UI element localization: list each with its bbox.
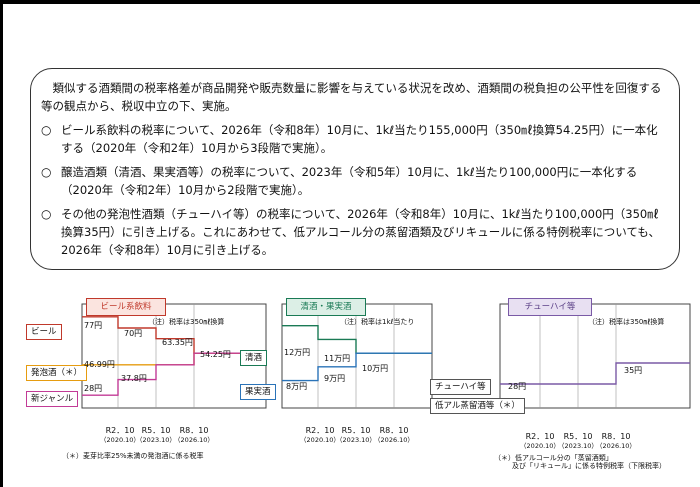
x-tick-label: R8．10 bbox=[601, 432, 631, 441]
footnote-line-2: 及び「リキュール」に係る特例税率（下限税率） bbox=[512, 462, 666, 470]
x-tick-sub: （2020.10） bbox=[520, 442, 560, 450]
frame-left-border bbox=[0, 0, 3, 487]
x-tick-sub: （2023.10） bbox=[336, 436, 376, 444]
x-tick-sub: （2020.10） bbox=[300, 436, 340, 444]
chart-sake: 清酒・果実酒 （注）税率は1kℓ当たり 清酒 果実酒 12万円 11万円 10万… bbox=[236, 296, 436, 466]
x-tick: R5．10（2023.10） bbox=[136, 426, 176, 445]
chart-chuhai-plot bbox=[499, 303, 691, 409]
footnote: （＊）麦芽比率25%未満の発泡酒に係る税率 bbox=[62, 452, 204, 460]
series-line-fruit-wine bbox=[282, 352, 432, 382]
chart-sake-plot bbox=[281, 303, 433, 409]
summary-box: 類似する酒類間の税率格差が商品開発や販売数量に影響を与えている状況を改め、酒類間… bbox=[30, 68, 680, 270]
x-tick: R5．10（2023.10） bbox=[558, 432, 598, 451]
value-label: 37.8円 bbox=[121, 374, 147, 383]
x-tick-label: R5．10 bbox=[341, 426, 371, 435]
bullet-text: ビール系飲料の税率について、2026年（令和8年）10月に、1kℓ当たり155,… bbox=[61, 123, 658, 155]
chart-note: （注）税率は350㎖換算 bbox=[148, 318, 225, 326]
series-line-new-genre bbox=[82, 352, 266, 396]
bullet-mark: ○ bbox=[41, 123, 52, 137]
chart-title: 清酒・果実酒 bbox=[286, 298, 366, 316]
x-tick-sub: （2026.10） bbox=[596, 442, 636, 450]
x-tick-sub: （2020.10） bbox=[100, 436, 140, 444]
x-tick-sub: （2026.10） bbox=[174, 436, 214, 444]
x-tick-sub: （2023.10） bbox=[558, 442, 598, 450]
x-tick: R5．10（2023.10） bbox=[336, 426, 376, 445]
value-label: 10万円 bbox=[362, 364, 389, 373]
chart-note: （注）税率は1kℓ当たり bbox=[340, 318, 415, 326]
plot-frame bbox=[499, 303, 691, 409]
value-label: 12万円 bbox=[284, 348, 311, 357]
bullet-text: 醸造酒類（清酒、果実酒等）の税率について、2023年（令和5年）10月に、1kℓ… bbox=[61, 165, 638, 197]
value-label: 11万円 bbox=[324, 354, 351, 363]
bullet-brewed: ○ 醸造酒類（清酒、果実酒等）の税率について、2023年（令和5年）10月に、1… bbox=[41, 163, 665, 199]
value-label: 8万円 bbox=[286, 382, 308, 391]
chart-beer-plot bbox=[81, 303, 267, 409]
chart-chuhai: チューハイ等 （注）税率は350㎖換算 チューハイ等 低アル蒸留酒等（＊） 28… bbox=[428, 296, 694, 470]
x-tick-sub: （2026.10） bbox=[374, 436, 414, 444]
value-label: 28円 bbox=[84, 384, 103, 393]
bullet-mark: ○ bbox=[41, 165, 52, 179]
bullet-text: その他の発泡性酒類（チューハイ等）の税率について、2026年（令和8年）10月に… bbox=[61, 207, 660, 257]
value-label: 28円 bbox=[508, 382, 527, 391]
chart-note: （注）税率は350㎖換算 bbox=[588, 318, 665, 326]
series-line-beer bbox=[82, 316, 266, 354]
value-label: 63.35円 bbox=[162, 338, 193, 347]
x-tick: R2．10（2020.10） bbox=[520, 432, 560, 451]
legend-happoshu: 発泡酒（＊） bbox=[26, 365, 88, 381]
value-label: 46.99円 bbox=[84, 360, 115, 369]
value-label: 9万円 bbox=[324, 374, 346, 383]
x-tick: R2．10（2020.10） bbox=[100, 426, 140, 445]
x-tick-label: R8．10 bbox=[179, 426, 209, 435]
chart-beer: ビール系飲料 （注）税率は350㎖換算 ビール 発泡酒（＊） 新ジャンル 77円… bbox=[20, 296, 270, 466]
x-tick-label: R2．10 bbox=[305, 426, 335, 435]
x-tick-label: R5．10 bbox=[563, 432, 593, 441]
footnote-line-1: （＊）低アルコール分の「蒸留酒類」 bbox=[494, 454, 613, 462]
x-tick-label: R5．10 bbox=[141, 426, 171, 435]
legend-low-alcohol: 低アル蒸留酒等（＊） bbox=[430, 398, 525, 414]
chart-title: チューハイ等 bbox=[508, 298, 592, 316]
x-tick-label: R8．10 bbox=[379, 426, 409, 435]
x-tick-label: R2．10 bbox=[105, 426, 135, 435]
series-line-chuhai bbox=[500, 362, 690, 385]
legend-chuhai: チューハイ等 bbox=[430, 379, 491, 395]
legend-sake: 清酒 bbox=[240, 350, 268, 366]
x-tick-label: R2．10 bbox=[525, 432, 555, 441]
x-tick: R8．10（2026.10） bbox=[174, 426, 214, 445]
x-tick-sub: （2023.10） bbox=[136, 436, 176, 444]
value-label: 77円 bbox=[84, 321, 103, 330]
chart-title: ビール系飲料 bbox=[86, 298, 166, 316]
legend-beer: ビール bbox=[26, 324, 62, 340]
bullet-chuhai: ○ その他の発泡性酒類（チューハイ等）の税率について、2026年（令和8年）10… bbox=[41, 205, 665, 259]
value-label: 35円 bbox=[624, 366, 643, 375]
x-tick: R8．10（2026.10） bbox=[374, 426, 414, 445]
x-tick: R8．10（2026.10） bbox=[596, 432, 636, 451]
value-label: 54.25円 bbox=[200, 350, 231, 359]
bullet-beer: ○ ビール系飲料の税率について、2026年（令和8年）10月に、1kℓ当たり15… bbox=[41, 121, 665, 157]
value-label: 70円 bbox=[124, 329, 143, 338]
frame-top-border bbox=[0, 0, 700, 4]
x-tick: R2．10（2020.10） bbox=[300, 426, 340, 445]
bullet-mark: ○ bbox=[41, 207, 52, 221]
legend-fruit-wine: 果実酒 bbox=[240, 384, 276, 400]
intro-text: 類似する酒類間の税率格差が商品開発や販売数量に影響を与えている状況を改め、酒類間… bbox=[41, 81, 662, 113]
legend-new-genre: 新ジャンル bbox=[26, 391, 79, 407]
